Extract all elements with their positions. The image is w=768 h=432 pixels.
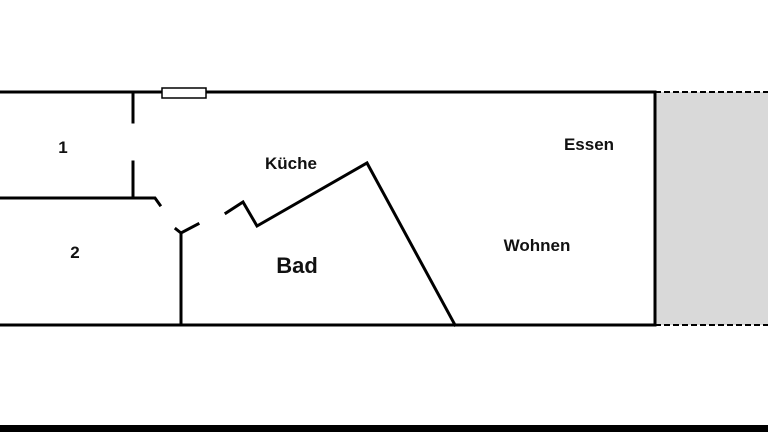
room-label-2: 2 <box>70 243 80 262</box>
terrace-area <box>655 92 768 325</box>
room-label-bath: Bad <box>276 253 318 278</box>
room-label-living: Wohnen <box>503 236 571 255</box>
window <box>161 87 207 99</box>
bottom-bar <box>0 425 768 432</box>
room2-door-wall <box>173 221 201 235</box>
room-label-dining: Essen <box>563 135 615 154</box>
room-divider-wall <box>0 196 163 208</box>
bath-wall <box>223 160 458 328</box>
room-label-kitchen: Küche <box>265 154 317 173</box>
room-label-1: 1 <box>58 138 68 157</box>
